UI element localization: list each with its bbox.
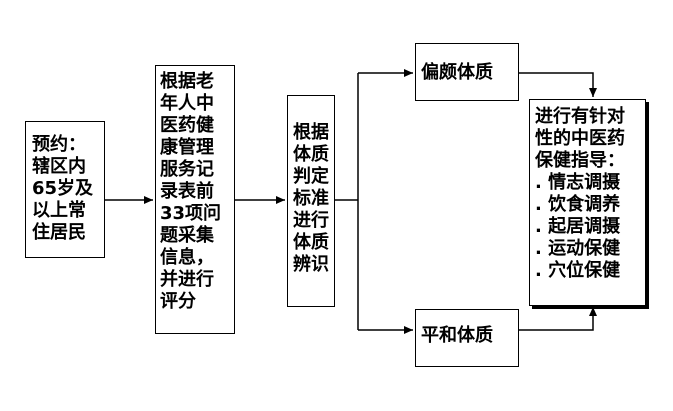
- collect-line: 服务记: [160, 159, 214, 180]
- identify-line: 体质: [293, 232, 329, 253]
- collect-line: 年人中: [160, 93, 214, 114]
- identify-line: 辨识: [293, 254, 329, 275]
- identify-box: 根据 体质 判定 标准 进行 体质 辨识: [287, 95, 335, 307]
- guidance-item: . 运动保健: [535, 238, 621, 259]
- guidance-line: 性的中医药: [535, 128, 625, 149]
- booking-line: 以上常: [32, 200, 86, 221]
- identify-line: 标准: [293, 188, 329, 209]
- booking-line: 辖区内: [32, 156, 86, 177]
- identify-line: 根据: [293, 122, 329, 143]
- booking-line: 预约：: [32, 134, 86, 155]
- balanced-box: 平和体质: [415, 309, 519, 367]
- identify-line: 判定: [293, 166, 329, 187]
- guidance-item: . 起居调摄: [535, 216, 621, 237]
- collect-line: 录表前: [160, 181, 214, 202]
- arrow-biased-to-guidance: [519, 72, 597, 97]
- balanced-label: 平和体质: [421, 325, 493, 346]
- guidance-text: 进行有针对 性的中医药 保健指导： . 情志调摄 . 饮食调养 . 起居调摄 .…: [535, 106, 625, 282]
- biased-box: 偏颇体质: [415, 43, 519, 101]
- collect-line: 题采集: [160, 225, 214, 246]
- collect-line: 并进行: [160, 269, 214, 290]
- guidance-item: . 饮食调养: [535, 194, 621, 215]
- arrow-balanced-to-guidance: [519, 307, 597, 331]
- collect-line: 根据老: [160, 71, 214, 92]
- guidance-line: 进行有针对: [535, 106, 625, 127]
- guidance-box: 进行有针对 性的中医药 保健指导： . 情志调摄 . 饮食调养 . 起居调摄 .…: [529, 99, 646, 306]
- collect-text: 根据老 年人中 医药健 康管理 服务记 录表前 33项问 题采集 信息， 并进行…: [160, 71, 221, 313]
- booking-box: 预约： 辖区内 65岁及 以上常 住居民: [25, 121, 105, 258]
- identify-text: 根据 体质 判定 标准 进行 体质 辨识: [293, 122, 329, 276]
- collect-line: 评分: [160, 291, 196, 312]
- booking-line: 住居民: [32, 222, 86, 243]
- booking-text: 预约： 辖区内 65岁及 以上常 住居民: [32, 134, 93, 244]
- guidance-line: 保健指导：: [535, 150, 625, 171]
- collect-box: 根据老 年人中 医药健 康管理 服务记 录表前 33项问 题采集 信息， 并进行…: [155, 65, 235, 334]
- identify-line: 进行: [293, 210, 329, 231]
- biased-label: 偏颇体质: [421, 62, 493, 83]
- collect-line: 医药健: [160, 115, 214, 136]
- identify-line: 体质: [293, 144, 329, 165]
- guidance-item: . 穴位保健: [535, 260, 621, 281]
- collect-line: 康管理: [160, 137, 214, 158]
- booking-line: 65岁及: [32, 178, 94, 199]
- collect-line: 信息，: [160, 247, 214, 268]
- guidance-item: . 情志调摄: [535, 172, 621, 193]
- collect-line: 33项问: [160, 203, 222, 224]
